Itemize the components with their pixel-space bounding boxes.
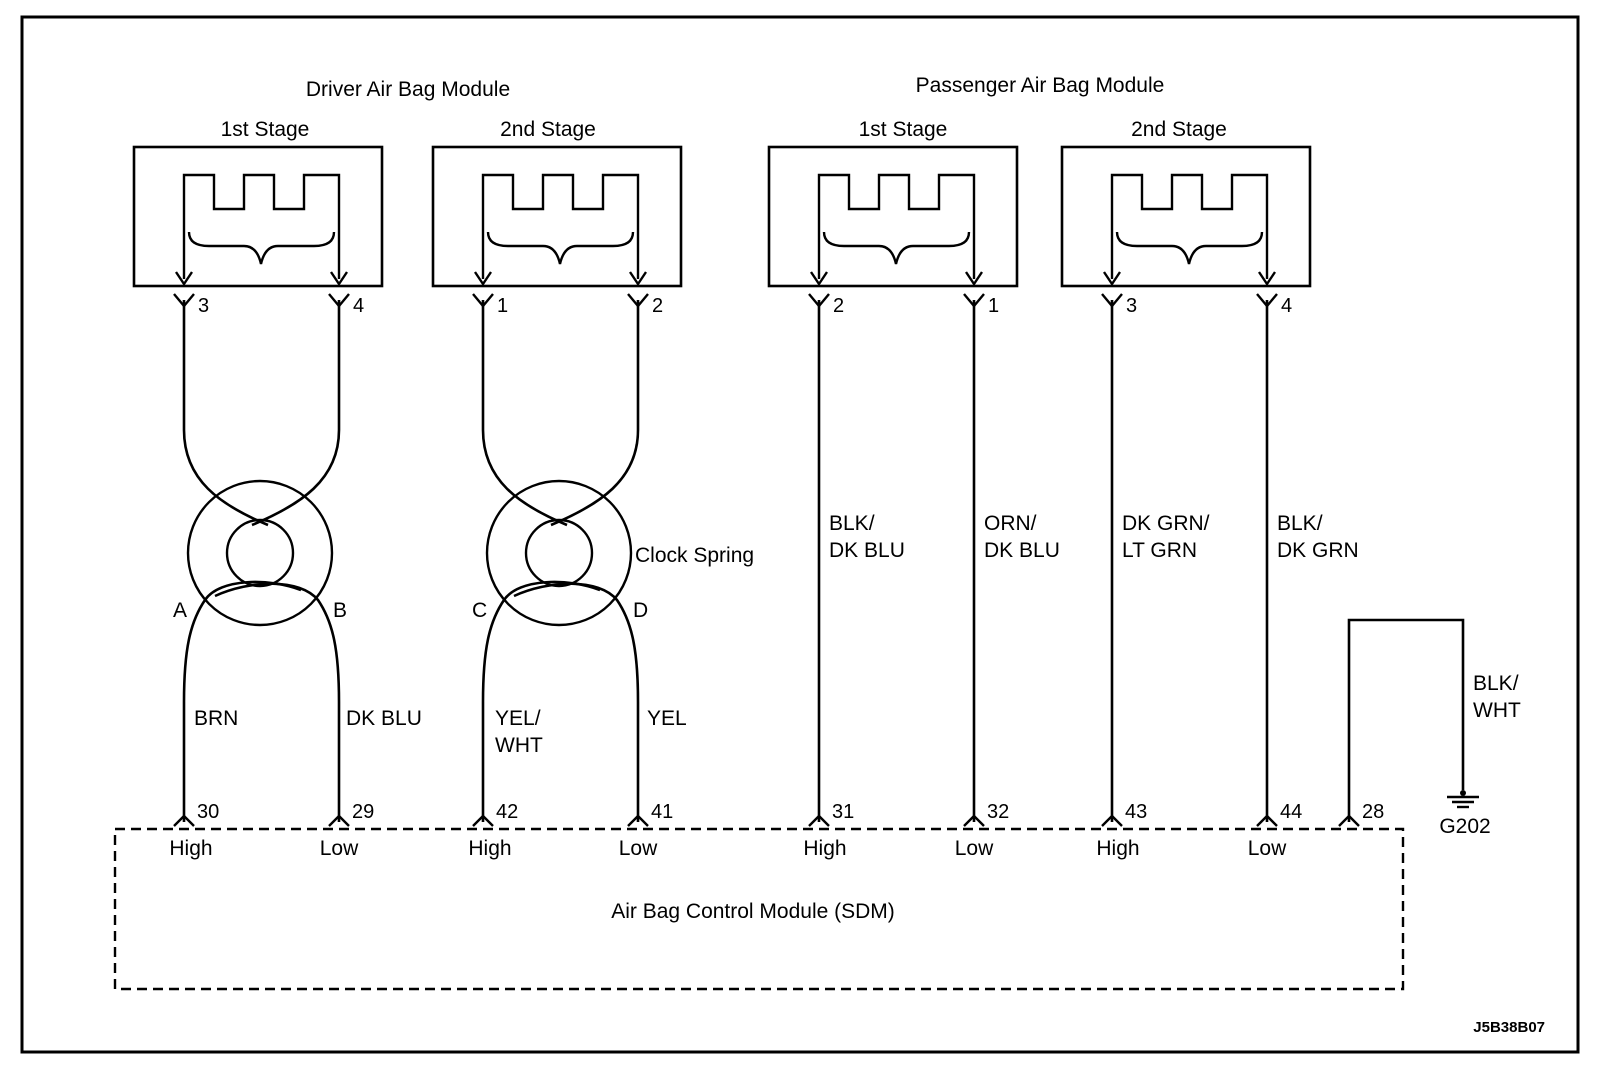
- pin-passenger-s1-high: 2: [833, 295, 844, 317]
- wire-color-dkgrn-ltgrn-line2: LT GRN: [1122, 539, 1197, 562]
- sdm-pin-44: 44: [1280, 801, 1302, 823]
- clock-spring-terminal-c: C: [472, 599, 487, 622]
- sdm-label-high-3: High: [803, 837, 846, 860]
- pin-passenger-s2-high: 3: [1126, 295, 1137, 317]
- sdm-module-box: [113, 827, 1405, 991]
- wire-color-yel-wht-line2: WHT: [495, 734, 543, 757]
- figure-id: J5B38B07: [1473, 1019, 1545, 1036]
- sdm-pin-32: 32: [987, 801, 1009, 823]
- passenger-module-title: Passenger Air Bag Module: [916, 74, 1165, 97]
- sdm-label-low-1: Low: [320, 837, 359, 860]
- sdm-pin-41: 41: [651, 801, 673, 823]
- sdm-pin-30: 30: [197, 801, 219, 823]
- clock-spring-label: Clock Spring: [635, 544, 754, 567]
- sdm-pin-29: 29: [352, 801, 374, 823]
- sdm-label-low-3: Low: [955, 837, 994, 860]
- wire-color-orn-dkblu-line2: DK BLU: [984, 539, 1060, 562]
- passenger-stage1-label: 1st Stage: [859, 118, 948, 141]
- sdm-label-high-2: High: [468, 837, 511, 860]
- driver-module-title: Driver Air Bag Module: [306, 78, 510, 101]
- driver-stage1-inflator: [132, 145, 384, 288]
- pin-passenger-s1-low: 1: [988, 295, 999, 317]
- driver-stage1-label: 1st Stage: [221, 118, 310, 141]
- ground-label: G202: [1439, 815, 1490, 838]
- sdm-label-low-4: Low: [1248, 837, 1287, 860]
- diagram-frame: [20, 15, 1580, 1054]
- pin-driver-s2-low: 2: [652, 295, 663, 317]
- passenger-stage1-inflator: [767, 145, 1019, 288]
- wire-color-brn: BRN: [194, 707, 238, 730]
- wire-color-yel: YEL: [647, 707, 687, 730]
- pin-driver-s1-high: 3: [198, 295, 209, 317]
- wire-color-dkgrn-ltgrn-line1: DK GRN/: [1122, 512, 1210, 535]
- wire-color-blk-dkblu-line1: BLK/: [829, 512, 875, 535]
- wire-color-blk-wht-line1: BLK/: [1473, 672, 1519, 695]
- passenger-wires: [817, 300, 1269, 822]
- passenger-stage2-inflator: [1060, 145, 1312, 288]
- wire-color-blk-wht-line2: WHT: [1473, 699, 1521, 722]
- sdm-label-low-2: Low: [619, 837, 658, 860]
- wire-color-orn-dkblu-line1: ORN/: [984, 512, 1037, 535]
- sdm-pin-42: 42: [496, 801, 518, 823]
- driver-stage1-wires: [182, 300, 341, 822]
- clock-spring-terminal-d: D: [633, 599, 648, 622]
- wire-color-blk-dkgrn-line1: BLK/: [1277, 512, 1323, 535]
- pin-driver-s2-high: 1: [497, 295, 508, 317]
- sdm-title: Air Bag Control Module (SDM): [611, 900, 895, 923]
- sdm-pin-31: 31: [832, 801, 854, 823]
- passenger-stage2-label: 2nd Stage: [1131, 118, 1227, 141]
- clock-spring-terminal-b: B: [333, 599, 347, 622]
- driver-stage2-inflator: [431, 145, 683, 288]
- wire-color-yel-wht-line1: YEL/: [495, 707, 541, 730]
- driver-stage2-label: 2nd Stage: [500, 118, 596, 141]
- clock-spring-driver: [186, 479, 334, 627]
- wire-color-blk-dkgrn-line2: DK GRN: [1277, 539, 1359, 562]
- pin-driver-s1-low: 4: [353, 295, 364, 317]
- sdm-label-high-4: High: [1096, 837, 1139, 860]
- pin-passenger-s2-low: 4: [1281, 295, 1292, 317]
- clock-spring-driver-stage2: [485, 479, 633, 627]
- sdm-pin-43: 43: [1125, 801, 1147, 823]
- sdm-label-high-1: High: [169, 837, 212, 860]
- sdm-pin-28: 28: [1362, 801, 1384, 823]
- clock-spring-terminal-a: A: [173, 599, 187, 622]
- wire-color-dk-blu: DK BLU: [346, 707, 422, 730]
- ground-wire: [1347, 618, 1479, 822]
- sdm-connector-symbols: [173, 814, 1360, 827]
- wire-color-blk-dkblu-line2: DK BLU: [829, 539, 905, 562]
